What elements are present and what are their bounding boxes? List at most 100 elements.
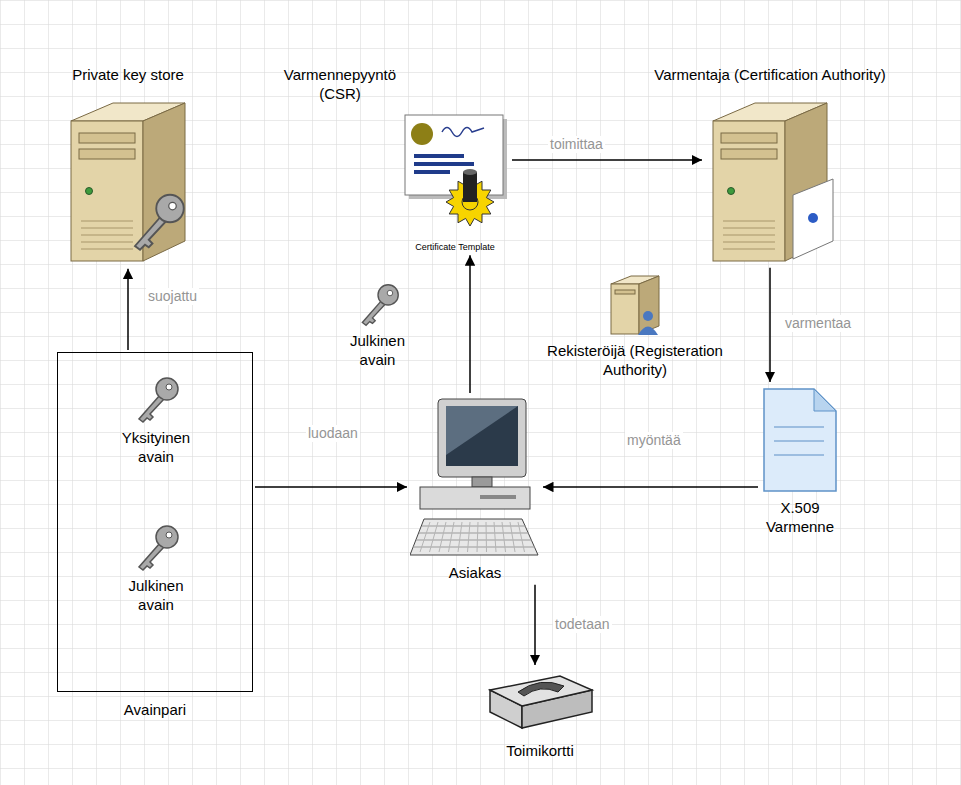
key-shaft (135, 216, 166, 250)
key-shaft (139, 543, 164, 570)
node-label: Julkinen avain (109, 577, 204, 615)
edge-label: myöntää (625, 432, 683, 449)
node-label: Avainpari (58, 701, 252, 720)
arrow-connector (255, 486, 407, 488)
node-label: Asiakas (449, 564, 502, 583)
text-line (414, 154, 464, 158)
arrow-connector (127, 269, 129, 350)
document-line (774, 426, 824, 428)
server-vent (723, 227, 775, 228)
key-shaft (139, 395, 164, 422)
keyboard-column (494, 522, 496, 552)
key-hole (169, 202, 177, 210)
server-icon (705, 91, 835, 266)
key-hole (166, 532, 172, 538)
server-led (86, 187, 93, 194)
icon-node: Toimikortti (470, 668, 610, 761)
server-vent (81, 220, 133, 221)
screen-gloss (446, 406, 518, 455)
icon-node: Julkinen avain (98, 523, 214, 615)
card-slot (518, 682, 564, 696)
arrow-connector (769, 268, 771, 382)
reader-icon (480, 668, 600, 738)
key-drawing (139, 378, 178, 422)
server-led (728, 187, 735, 194)
key-hole (387, 290, 393, 296)
server-icon (63, 91, 193, 266)
cert-drawing (405, 115, 507, 226)
icon-node: Yksityinen avain (98, 375, 214, 467)
cert-icon (400, 110, 510, 240)
server-bay (721, 149, 777, 159)
certificate-seal (808, 213, 818, 223)
pc-drawing (410, 399, 538, 555)
arrow-connector (512, 159, 702, 161)
server-bay (79, 149, 135, 159)
edge-label: varmentaa (783, 315, 853, 332)
node-label: X.509 Varmenne (755, 499, 845, 537)
person-head (643, 311, 653, 321)
icon-node: X.509 Varmenne (735, 385, 865, 537)
server-bay (79, 133, 135, 143)
key-head (156, 526, 178, 548)
pc-icon (410, 395, 540, 560)
key-hole (166, 384, 172, 390)
desktop-case (420, 487, 530, 509)
server-drawing (713, 103, 833, 261)
keyboard-column (477, 522, 478, 552)
key-symbol (139, 378, 178, 422)
edge-label: toimittaa (548, 136, 605, 153)
document-line (774, 440, 824, 442)
keyboard-column (518, 522, 525, 552)
reader-drawing (490, 676, 592, 728)
person-body (638, 327, 658, 336)
keyboard-column (439, 522, 446, 552)
server-vent (81, 248, 133, 249)
node-label: Toimikortti (506, 742, 574, 761)
keyboard-column (486, 522, 488, 552)
edge-label: suojattu (146, 288, 199, 305)
keyboard-column (468, 522, 471, 552)
edge-label: todetaan (553, 616, 612, 633)
server-front (71, 121, 143, 261)
ra-drawing (611, 276, 659, 335)
doc-drawing (764, 389, 836, 491)
key-symbol (362, 285, 398, 325)
edge-label: luodaan (306, 425, 360, 442)
server-vent (81, 241, 133, 242)
icon-node: Varmennepyyntö (CSR)Certificate Template (270, 66, 520, 252)
key-symbol (139, 526, 178, 570)
server-vent (723, 234, 775, 235)
node-label: Yksityinen avain (109, 429, 204, 467)
icon-node: Varmentaja (Certification Authority) (600, 66, 940, 266)
server-front (713, 121, 785, 261)
certificate-sheet (405, 115, 503, 195)
arrow-connector (543, 486, 758, 488)
icon-node: Asiakas (405, 395, 545, 583)
certificate-seal (411, 123, 433, 145)
key-icon (355, 282, 401, 328)
group-box: AvainpariYksityinen avainJulkinen avain (57, 352, 253, 692)
key-shaft (362, 300, 385, 325)
server-bay (721, 133, 777, 143)
keyboard-column (449, 522, 455, 552)
server-side (639, 276, 659, 334)
doc-icon (760, 385, 840, 495)
key-head (156, 378, 178, 400)
reader-top (490, 676, 592, 706)
server-drawing (71, 103, 185, 261)
keyboard-column (430, 522, 439, 552)
key-icon (131, 375, 181, 425)
node-label: Julkinen avain (338, 332, 418, 370)
certificate-card (793, 179, 833, 259)
key-drawing (362, 285, 398, 325)
arrow-connector (469, 255, 471, 393)
document-line (774, 454, 824, 456)
ra-icon (607, 272, 663, 338)
key-drawing (139, 526, 178, 570)
screen (446, 406, 518, 466)
keyboard-column (458, 522, 462, 552)
key-head (378, 285, 398, 305)
keyboard-column (502, 522, 506, 552)
